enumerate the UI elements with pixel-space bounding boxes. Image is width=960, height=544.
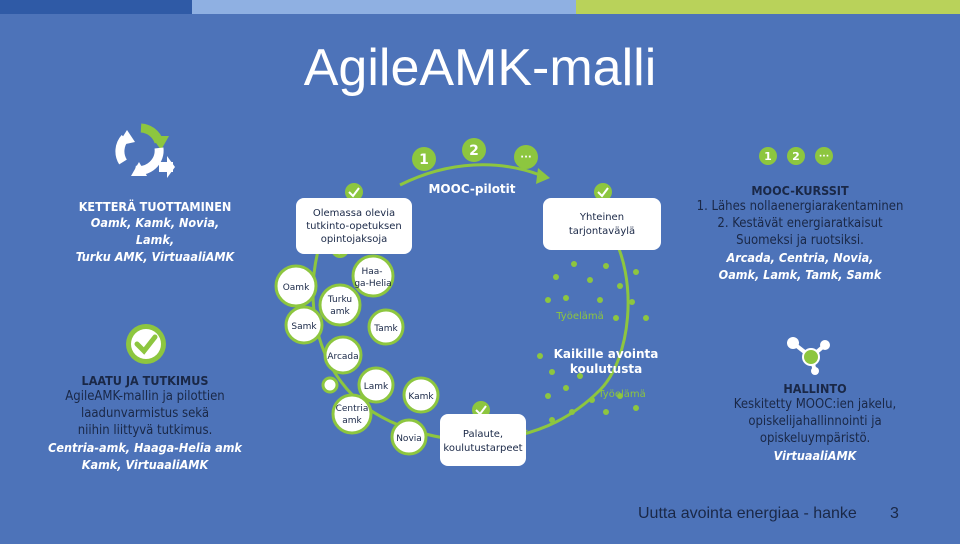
- mooc-item-2b: Suomeksi ja ruotsiksi.: [736, 233, 864, 248]
- quality-schools-2: Kamk, VirtuaaliAMK: [81, 457, 209, 472]
- quality-text-3: niihin liittyvä tutkimus.: [77, 423, 213, 438]
- mooc-schools-1: Arcada, Centria, Novia,: [726, 250, 874, 265]
- quality-text-1: AgileAMK-mallin ja pilottien: [65, 389, 225, 404]
- existing-courses-2: tutkinto-opetuksen: [306, 221, 401, 232]
- worklife-upper: Työelämä: [555, 311, 604, 322]
- quality-block: LAATU JA TUTKIMUS AgileAMK-mallin ja pil…: [30, 373, 260, 473]
- school-turku-1: Turku: [327, 295, 352, 305]
- quality-heading: LAATU JA TUTKIMUS: [81, 373, 209, 388]
- feedback-box: [440, 414, 526, 466]
- top-strip-dark: [0, 0, 192, 14]
- diagram-badge-1: 1: [419, 152, 429, 168]
- school-circles: Oamk Samk Haa- ga-Helia Turku amk Tamk A…: [274, 254, 440, 456]
- checkmark-icon: [124, 322, 168, 366]
- footer-text: Uutta avointa energiaa - hanke: [638, 505, 857, 522]
- page-title: AgileAMK-malli: [303, 39, 657, 97]
- mooc-item-1: 1. Lähes nollaenergiarakentaminen: [696, 199, 904, 214]
- agile-heading: KETTERÄ TUOTTAMINEN: [78, 199, 232, 214]
- worklife-lower: Työelämä: [597, 389, 646, 400]
- quality-schools-1: Centria-amk, Haaga-Helia amk: [48, 440, 242, 455]
- agile-block: KETTERÄ TUOTTAMINEN Oamk, Kamk, Novia, L…: [70, 199, 240, 265]
- top-strip-light: [192, 0, 576, 14]
- governance-heading: HALLINTO: [783, 381, 847, 396]
- mooc-block: MOOC-KURSSIT 1. Lähes nollaenergiarakent…: [695, 183, 905, 283]
- shared-2: tarjontaväylä: [569, 226, 635, 237]
- cycle-arc-top: [399, 163, 541, 187]
- mooc-schools-2: Oamk, Lamk, Tamk, Samk: [718, 267, 882, 282]
- school-oamk: Oamk: [283, 283, 310, 293]
- agile-schools-1: Oamk, Kamk, Novia, Lamk,: [90, 215, 220, 247]
- mooc-number-icons: 1 2 ···: [758, 146, 838, 166]
- school-turku-2: amk: [330, 307, 350, 317]
- quality-text-2: laadunvarmistus sekä: [80, 406, 210, 421]
- agile-schools-2: Turku AMK, VirtuaaliAMK: [75, 249, 235, 264]
- school-haaga-1: Haa-: [361, 267, 382, 277]
- governance-text-3: opiskeluympäristö.: [759, 431, 871, 446]
- mooc-icon-3: ···: [819, 152, 829, 162]
- school-novia: Novia: [396, 434, 422, 444]
- mooc-icon-1: 1: [764, 150, 772, 163]
- feedback-1: Palaute,: [463, 429, 503, 440]
- scatter-dots: [537, 261, 649, 423]
- top-strip-green: [576, 0, 960, 14]
- feedback-2: koulutustarpeet: [443, 443, 522, 454]
- existing-courses-box: [296, 198, 412, 254]
- school-centria-1: Centria: [336, 404, 369, 414]
- agile-model-diagram: 1 2 ··· MOOC-pilotit Olemassa olevia tut…: [274, 138, 661, 466]
- mooc-heading: MOOC-KURSSIT: [751, 183, 849, 198]
- cycle-arrows-icon: [113, 122, 175, 178]
- page-number: 3: [890, 505, 899, 522]
- mooc-pilots-label: MOOC-pilotit: [428, 182, 515, 196]
- mooc-icon-2: 2: [792, 150, 800, 163]
- governance-text-1: Keskitetty MOOC:ien jakelu,: [733, 397, 897, 412]
- diagram-badge-3: ···: [520, 152, 531, 163]
- shared-channel-box: [543, 198, 661, 250]
- cycle-arc-right: [519, 229, 630, 437]
- school-kamk: Kamk: [408, 392, 434, 402]
- governance-school: VirtuaaliAMK: [773, 448, 857, 463]
- open-education-2: koulutusta: [570, 362, 642, 376]
- governance-text-2: opiskelijahallinnointi ja: [748, 414, 882, 429]
- school-arcada: Arcada: [327, 352, 358, 362]
- school-centria-2: amk: [342, 416, 362, 426]
- school-lamk: Lamk: [364, 382, 389, 392]
- open-education-1: Kaikille avointa: [554, 347, 659, 361]
- diagram-badge-2: 2: [469, 143, 479, 159]
- arc-arrow-top: [536, 168, 550, 184]
- governance-block: HALLINTO Keskitetty MOOC:ien jakelu, opi…: [720, 381, 910, 464]
- school-haaga-2: ga-Helia: [354, 279, 391, 289]
- shared-1: Yhteinen: [579, 212, 624, 223]
- school-tamk: Tamk: [373, 324, 398, 334]
- school-samk: Samk: [291, 322, 317, 332]
- existing-courses-3: opintojaksoja: [321, 234, 388, 245]
- mooc-item-2a: 2. Kestävät energiaratkaisut: [717, 216, 883, 231]
- network-nodes-icon: [785, 335, 831, 375]
- existing-courses-1: Olemassa olevia: [313, 208, 395, 219]
